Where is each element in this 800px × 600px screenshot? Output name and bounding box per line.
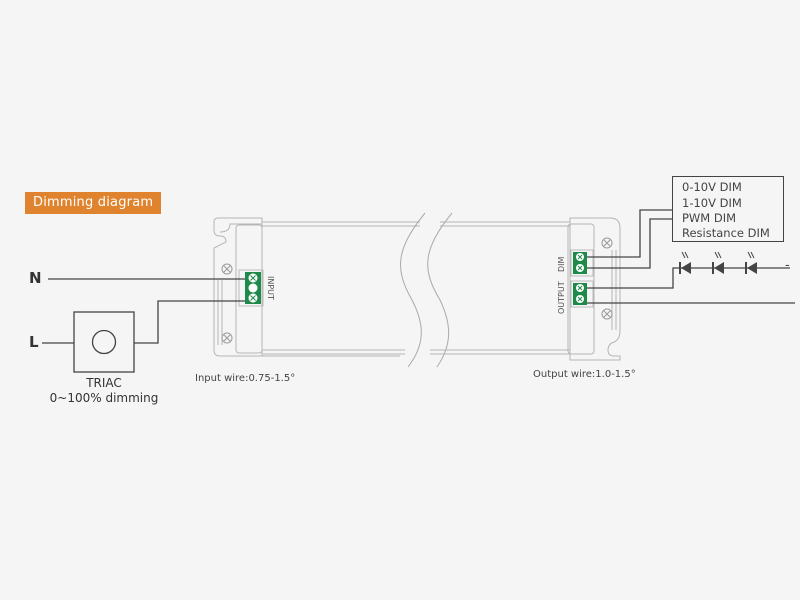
led-continuation: - [785,258,790,273]
dim-option: PWM DIM [682,211,737,225]
live-label: L [29,333,39,351]
break-marks [400,212,453,368]
screw-icon [601,237,613,249]
screw-icon [601,308,613,320]
input-terminal [238,269,264,307]
output-label: OUTPUT [557,281,566,314]
led-icon [679,251,691,274]
dim-label: DIM [557,256,566,272]
triac-dimmer [73,311,135,373]
output-terminal [570,280,594,308]
input-label: INPUT [266,276,275,300]
dim-option: Resistance DIM [682,226,770,240]
dimming-options-box: 0-10V DIM 1-10V DIM PWM DIM Resistance D… [672,176,784,242]
output-wire-spec: Output wire:1.0-1.5° [533,369,636,380]
screw-icon [221,263,233,275]
input-wire-spec: Input wire:0.75-1.5° [195,373,296,384]
dim-option: 1-10V DIM [682,196,742,210]
screw-icon [221,332,233,344]
led-chain [679,251,757,274]
neutral-label: N [29,269,42,287]
led-icon [745,251,757,274]
input-wires [42,278,245,344]
output-wires [587,209,795,304]
driver-right-end [430,217,621,361]
dim-terminal [570,249,594,277]
triac-label: TRIAC [86,376,122,390]
driver-left-end [213,217,420,357]
section-title: Dimming diagram [25,192,161,214]
led-icon [712,251,724,274]
triac-range: 0~100% dimming [49,391,159,405]
dim-option: 0-10V DIM [682,180,742,194]
